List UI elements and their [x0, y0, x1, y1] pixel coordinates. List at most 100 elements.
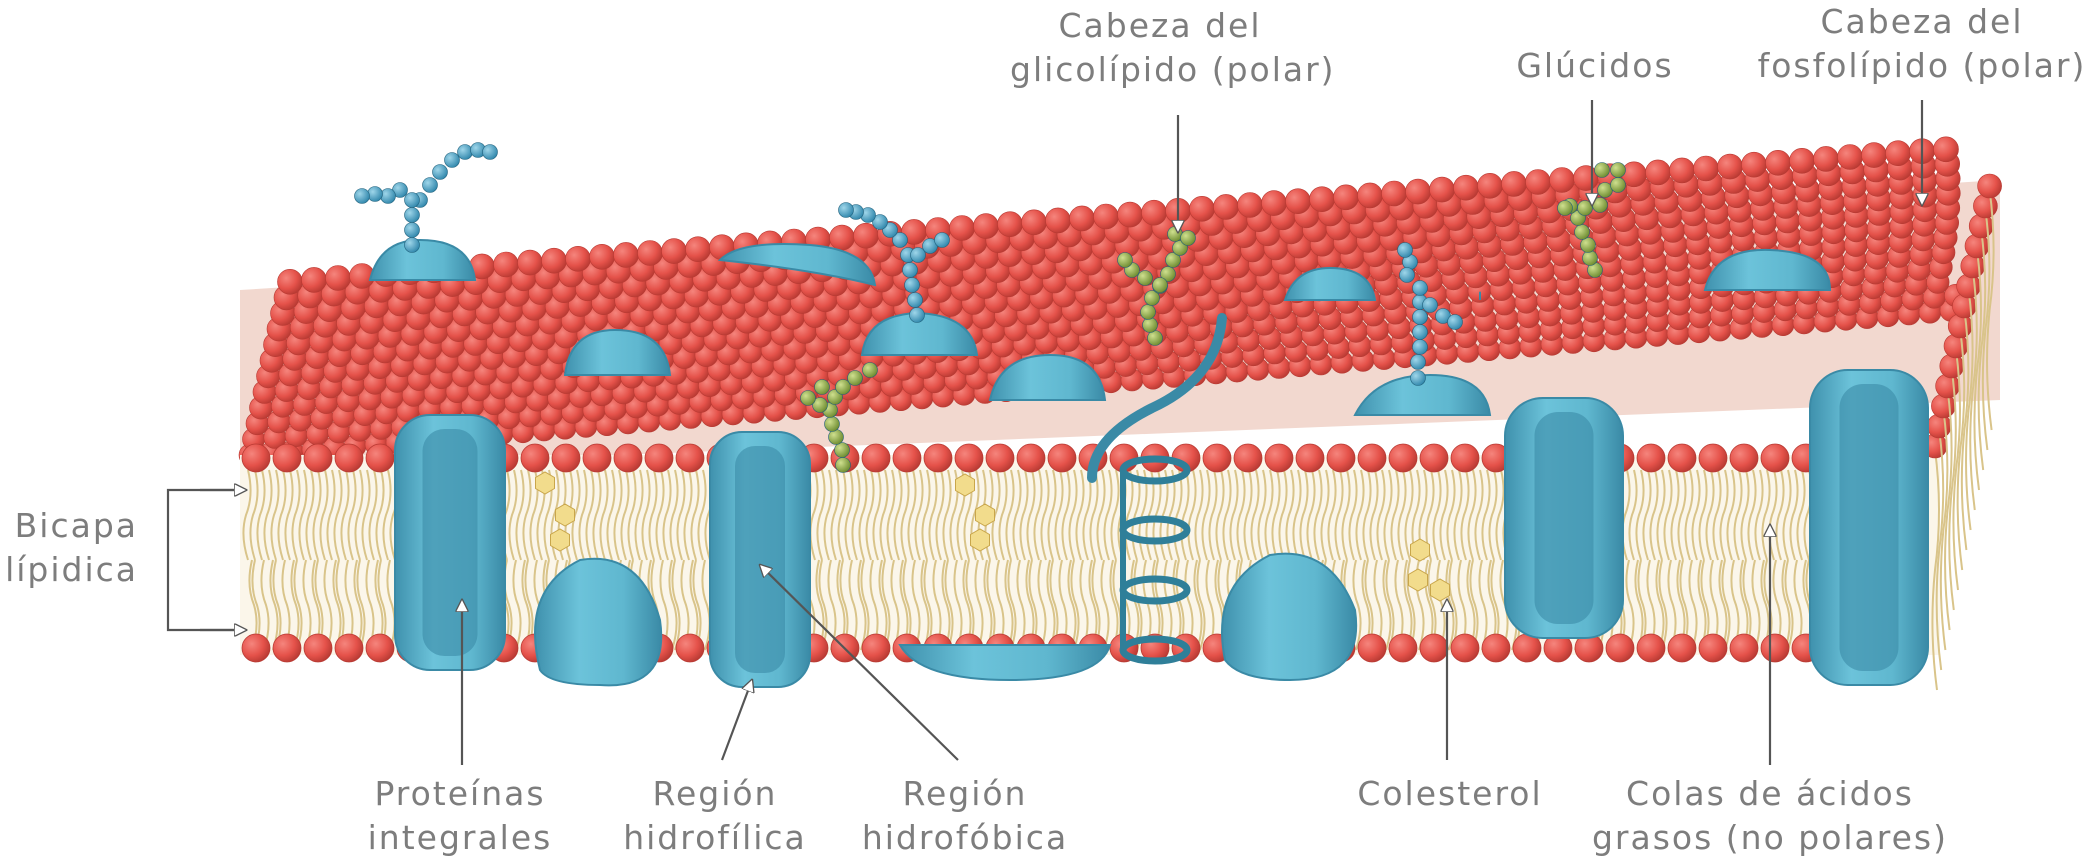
- fatty-acid-tail: [606, 469, 616, 561]
- fatty-acid-tail: [627, 469, 637, 561]
- glycolipid-sugar-chain-unit: [1592, 197, 1608, 213]
- glycoprotein-sugar-chain-unit: [1399, 267, 1415, 283]
- phospholipid-head: [1729, 633, 1759, 663]
- fatty-acid-tail: [1373, 559, 1383, 651]
- phospholipid-head: [1045, 207, 1071, 234]
- helix-tail: [1087, 313, 1227, 483]
- phospholipid-head: [861, 633, 891, 663]
- fatty-acid-tail: [361, 469, 371, 561]
- phospholipid-head: [1357, 443, 1387, 473]
- fatty-acid-tail: [347, 469, 357, 561]
- phospholipid-head: [1450, 443, 1480, 473]
- fatty-acid-tail: [340, 469, 350, 561]
- fatty-acid-tail: [1196, 559, 1206, 651]
- phospholipid-head: [301, 267, 327, 293]
- phospholipid-head: [613, 242, 639, 268]
- fatty-acid-tail: [1784, 559, 1794, 651]
- fatty-acid-tail: [662, 469, 672, 561]
- glycolipid-sugar-chain-unit: [1580, 237, 1596, 253]
- fatty-acid-tail: [1634, 559, 1644, 651]
- fatty-acid-tail: [1138, 469, 1148, 561]
- fatty-acid-tail: [1973, 249, 1982, 491]
- surface-protein: [988, 353, 1107, 401]
- fatty-acid-tail: [1965, 289, 1974, 531]
- phospholipid-head: [1935, 373, 1960, 399]
- fatty-acid-tail: [1005, 469, 1015, 561]
- glycolipid-sugar-chain-unit: [814, 379, 830, 395]
- fatty-acid-tail: [1187, 469, 1197, 561]
- fatty-acid-tail: [1352, 559, 1362, 651]
- fatty-acid-tail: [319, 469, 329, 561]
- fatty-acid-tail: [890, 559, 900, 651]
- phospholipid-head: [1093, 203, 1119, 230]
- fatty-acid-tail: [857, 559, 867, 651]
- fatty-acid-tail: [1754, 469, 1764, 561]
- fatty-acid-tail: [1376, 469, 1386, 561]
- glycolipid-sugar-chain-unit: [1557, 200, 1573, 216]
- fatty-acid-tail: [1719, 469, 1729, 561]
- carbohydrate-chains: [354, 142, 1626, 473]
- fatty-acid-tail: [1271, 469, 1281, 561]
- fatty-acid-tail: [298, 469, 308, 561]
- fatty-acid-tail: [1131, 469, 1141, 561]
- glycoprotein-sugar-chain-unit: [404, 192, 420, 208]
- fatty-acid-tail: [1956, 329, 1966, 571]
- phospholipid-head: [1947, 313, 1973, 339]
- phospholipid-head: [1956, 273, 1981, 299]
- fatty-acid-tail: [592, 469, 602, 561]
- fatty-acid-tail: [1761, 469, 1771, 561]
- fatty-acid-tail: [256, 469, 266, 561]
- surface-protein: [1283, 266, 1377, 301]
- fatty-acid-tail: [1222, 469, 1232, 561]
- fatty-acid-tail: [878, 559, 888, 651]
- fatty-acid-tail: [1313, 469, 1323, 561]
- fatty-acid-tail: [1670, 469, 1680, 561]
- glycoprotein-sugar-chain-unit: [909, 307, 925, 323]
- fatty-acid-tail: [1100, 559, 1110, 651]
- phospholipid-head: [949, 215, 975, 241]
- fatty-acid-tail: [354, 469, 364, 561]
- fatty-acid-tail: [879, 469, 889, 561]
- phospholipid-head: [1477, 173, 1503, 199]
- fatty-acid-tail: [1466, 559, 1476, 651]
- fatty-acid-tail: [1278, 469, 1288, 561]
- fatty-acid-tail: [1628, 469, 1638, 561]
- fatty-acid-tail: [1369, 469, 1379, 561]
- fatty-acid-tail: [333, 469, 343, 561]
- phospholipid-head: [1016, 443, 1046, 473]
- phospholipid-head: [303, 633, 333, 663]
- glycolipid-sugar-chain-unit: [1180, 230, 1196, 246]
- fatty-acid-tail: [1327, 469, 1337, 561]
- fatty-acid-tail: [242, 469, 252, 561]
- fatty-acid-tail: [1159, 469, 1169, 561]
- fatty-acid-tail: [1130, 559, 1140, 651]
- fatty-acid-tail: [634, 469, 644, 561]
- fatty-acid-tail: [269, 559, 279, 651]
- label-glycolipid-head: Cabeza del glicolípido (polar): [1010, 6, 1336, 89]
- fatty-acid-tail: [1012, 469, 1022, 561]
- fatty-acid-tail: [1658, 559, 1668, 651]
- fatty-acid-tail: [676, 469, 686, 561]
- fatty-acid-tail: [1712, 469, 1722, 561]
- glycoprotein-head: [368, 238, 477, 281]
- glycolipid-sugar-chain-unit: [1144, 290, 1160, 306]
- fatty-acid-tail: [1796, 469, 1806, 561]
- fatty-acid-tail: [921, 469, 931, 561]
- fatty-acid-tail: [837, 469, 847, 561]
- glycolipid-sugar-chain-unit: [1165, 252, 1181, 268]
- phospholipid-head: [1636, 633, 1666, 663]
- label-cholesterol: Colesterol: [1357, 774, 1543, 813]
- glycolipid-sugar-chain: [800, 362, 878, 473]
- phospholipid-head: [1636, 443, 1666, 473]
- fatty-acid-tail: [1046, 559, 1056, 651]
- fatty-acid-tail: [386, 559, 396, 651]
- fatty-acid-tail: [290, 559, 300, 651]
- fatty-acid-tail: [1952, 349, 1961, 591]
- glycoprotein-sugar-chain-unit: [422, 177, 438, 193]
- phospholipid-head: [1295, 443, 1325, 473]
- fatty-acid-tail: [1656, 469, 1666, 561]
- fatty-acid-tail: [249, 469, 259, 561]
- phospholipid-head: [1285, 188, 1311, 214]
- phospholipid-head: [1189, 196, 1215, 222]
- glycoprotein-sugar-chain-unit: [872, 214, 888, 230]
